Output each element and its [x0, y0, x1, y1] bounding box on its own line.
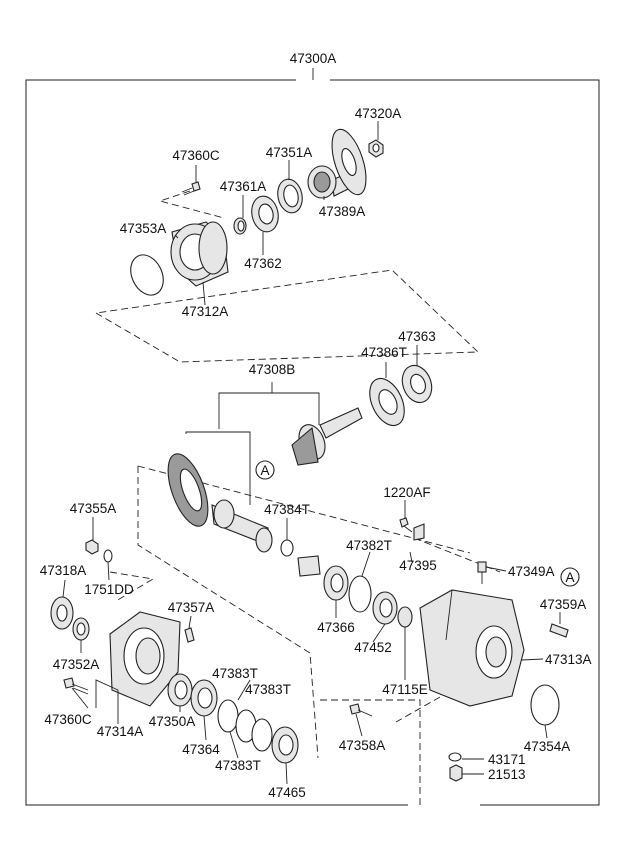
bolt-47358a-icon — [349, 703, 373, 717]
part-label: 47360C — [44, 712, 92, 727]
plug-21513-icon — [449, 764, 463, 782]
part-label: 43171 — [488, 752, 526, 767]
gasket-47386t-icon — [369, 377, 405, 427]
seal-47351a-icon — [277, 178, 303, 214]
washer-1751dd-icon — [103, 549, 113, 563]
seal-47115e-icon — [397, 606, 413, 628]
part-label: 47366 — [317, 620, 355, 635]
part-label: 47389A — [319, 204, 366, 219]
rear-cover-graphic — [50, 539, 299, 764]
shim-47383t-icons — [217, 699, 273, 752]
part-label: 47355A — [70, 501, 117, 516]
bearing-47366-icon — [323, 565, 349, 601]
reference-marker-label-right: A — [565, 570, 574, 585]
pin-47359a-icon — [549, 623, 569, 638]
part-label: 47361A — [220, 179, 267, 194]
reference-marker-label-left: A — [260, 463, 269, 478]
part-label: 47384T — [264, 502, 310, 517]
part-label: 47360C — [172, 148, 220, 163]
part-label: 47364 — [182, 742, 220, 757]
part-label: 47358A — [339, 738, 386, 753]
main-case-graphic — [349, 561, 580, 782]
bearing-47364-icon — [190, 679, 218, 717]
spacer-47361a-icon — [233, 217, 247, 235]
part-label: 47312A — [182, 304, 229, 319]
part-label: 47353A — [120, 221, 167, 236]
part-label: 47395 — [399, 558, 437, 573]
ring-47350a-icon — [167, 673, 193, 707]
intermediate-parts-graphic — [280, 517, 425, 628]
part-label: 47362 — [244, 256, 282, 271]
bearing-47452-icon — [372, 591, 398, 625]
part-label: 47363 — [398, 329, 436, 344]
part-label: 47452 — [354, 640, 392, 655]
part-label: 47386T — [361, 345, 407, 360]
seal-47318a-icon — [50, 596, 74, 630]
pin-47357a-icon — [184, 627, 195, 643]
ring-47382t-icon — [348, 575, 372, 613]
part-label: 47352A — [53, 657, 100, 672]
breather-47349a-icon — [477, 561, 487, 584]
part-number-labels: 47320A 47360C 47351A 47361A 47389A 47353… — [40, 106, 592, 800]
part-label: 1220AF — [383, 485, 430, 500]
ring-gear-icon — [167, 453, 209, 527]
part-label: 47354A — [524, 739, 571, 754]
leader-lines — [62, 121, 561, 785]
part-label: 47465 — [268, 785, 306, 800]
bearing-47465-icon — [271, 726, 299, 764]
flange-assembly-graphic — [130, 128, 384, 296]
part-label: 47383T — [212, 666, 258, 681]
reference-marker-right — [560, 567, 580, 587]
bearing-47363-icon — [401, 364, 433, 404]
part-label: 21513 — [488, 767, 526, 782]
pinion-shaft-icon — [291, 407, 363, 466]
part-label: 47314A — [97, 724, 144, 739]
bearing-47382t-icon — [297, 555, 321, 577]
bearing-47362-icon — [251, 195, 279, 233]
carrier-shaft-icon — [211, 499, 273, 553]
plug-47355a-icon — [85, 539, 99, 555]
washer-43171-icon — [448, 752, 462, 762]
oring-47354a-icon — [530, 684, 560, 726]
bolt-47360c-top-icon — [181, 181, 201, 196]
part-label: 47318A — [40, 563, 87, 578]
ring-47352a-icon — [72, 617, 90, 641]
assembly-frame — [25, 68, 600, 806]
flange-47389a-icon — [307, 128, 367, 199]
bracket-47395-icon — [413, 523, 425, 541]
part-label: 47313A — [545, 652, 592, 667]
assembly-number-label: 47300A — [290, 51, 337, 66]
part-label: 47357A — [168, 600, 215, 615]
part-label: 47351A — [266, 145, 313, 160]
part-label: 47308B — [249, 362, 296, 377]
bolt-1220af-icon — [399, 517, 413, 533]
part-label: 47382T — [346, 538, 392, 553]
part-label: 47115E — [382, 682, 428, 697]
part-label: 47349A — [508, 564, 555, 579]
bolt-47360c-bottom-icon — [63, 677, 89, 695]
housing-47312a-icon — [170, 221, 229, 287]
part-label: 47350A — [149, 714, 196, 729]
cover-47314a-icon — [109, 611, 181, 707]
oring-47353a-icon — [130, 254, 164, 296]
case-47313a-icon — [419, 589, 525, 707]
gear-set-graphic — [167, 364, 433, 553]
reference-marker-left — [255, 460, 275, 480]
part-label: 1751DD — [84, 582, 134, 597]
part-label: 47320A — [355, 106, 402, 121]
part-label: 47383T — [215, 758, 261, 773]
nut-47320a-icon — [368, 139, 384, 158]
part-label: 47359A — [540, 597, 587, 612]
snap-ring-47384t-icon — [280, 539, 294, 557]
part-label: 47383T — [245, 682, 291, 697]
